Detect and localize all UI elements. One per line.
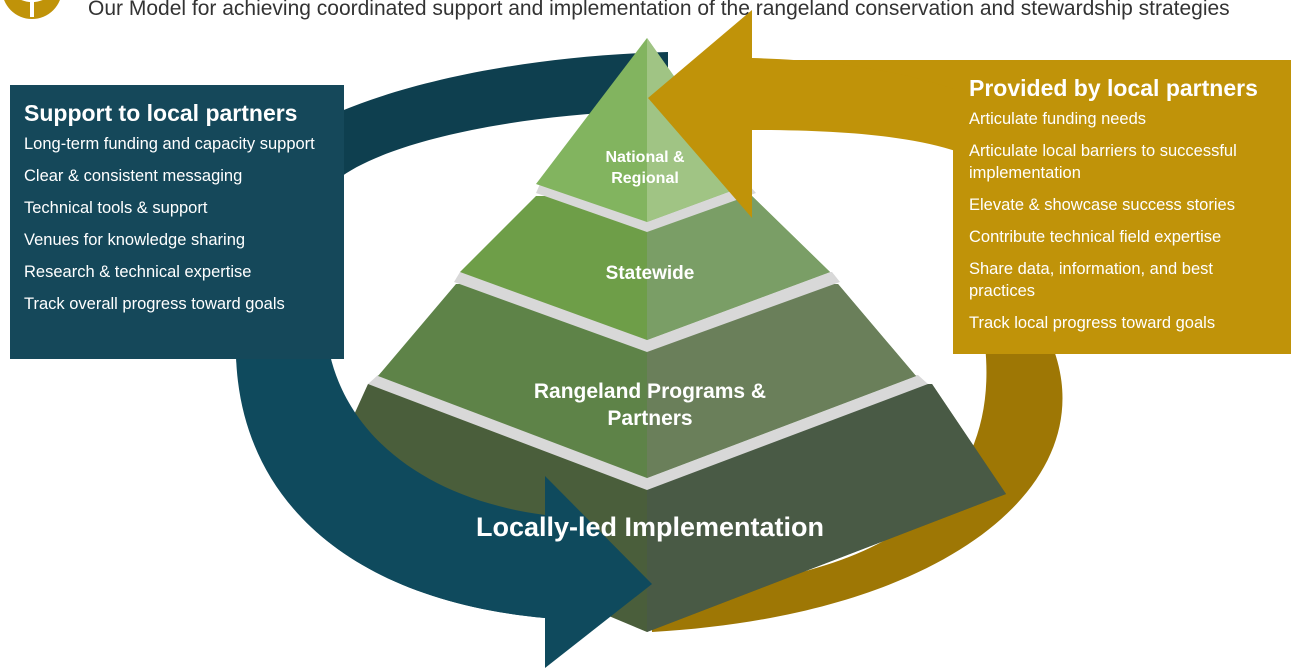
level-label-local: Locally-led Implementation: [475, 512, 825, 542]
provided-panel-title: Provided by local partners: [969, 75, 1258, 101]
header-title: Our Model for achieving coordinated supp…: [88, 0, 1230, 20]
support-list: Long-term funding and capacity support C…: [24, 133, 332, 315]
support-item: Venues for knowledge sharing: [24, 231, 246, 249]
pyramid-tier-programs-shade: [647, 284, 916, 478]
provided-item: Contribute technical field expertise: [969, 228, 1222, 246]
provided-list: Articulate funding needs Articulate loca…: [969, 108, 1283, 334]
pyramid-tier-statewide-shade: [647, 196, 830, 340]
provided-item: Elevate & showcase success stories: [969, 196, 1235, 214]
teal-arrowhead: [545, 476, 652, 668]
teal-arc-bottom-body: [236, 355, 545, 618]
level-label-statewide: Statewide: [605, 263, 695, 284]
support-item: Research & technical expertise: [24, 263, 252, 281]
support-item: Technical tools & support: [24, 199, 208, 217]
provided-item: Articulate local barriers to successful …: [969, 142, 1237, 182]
provided-item: Share data, information, and best practi…: [969, 260, 1213, 300]
gold-arrowhead: [648, 10, 752, 218]
logo-icon: [4, 0, 60, 19]
support-panel: Support to local partners Long-term fund…: [10, 85, 344, 359]
support-item: Clear & consistent messaging: [24, 167, 243, 185]
support-panel-title: Support to local partners: [24, 100, 298, 126]
support-item: Long-term funding and capacity support: [24, 135, 315, 153]
level-label-programs: Rangeland Programs & Partners: [533, 380, 767, 431]
provided-item: Track local progress toward goals: [969, 314, 1216, 332]
provided-item: Articulate funding needs: [969, 110, 1147, 128]
header: Our Model for achieving coordinated supp…: [0, 0, 1291, 21]
level-label-national: National & Regional: [605, 149, 685, 187]
provided-panel: Provided by local partners Articulate fu…: [953, 60, 1291, 354]
support-item: Track overall progress toward goals: [24, 295, 285, 313]
